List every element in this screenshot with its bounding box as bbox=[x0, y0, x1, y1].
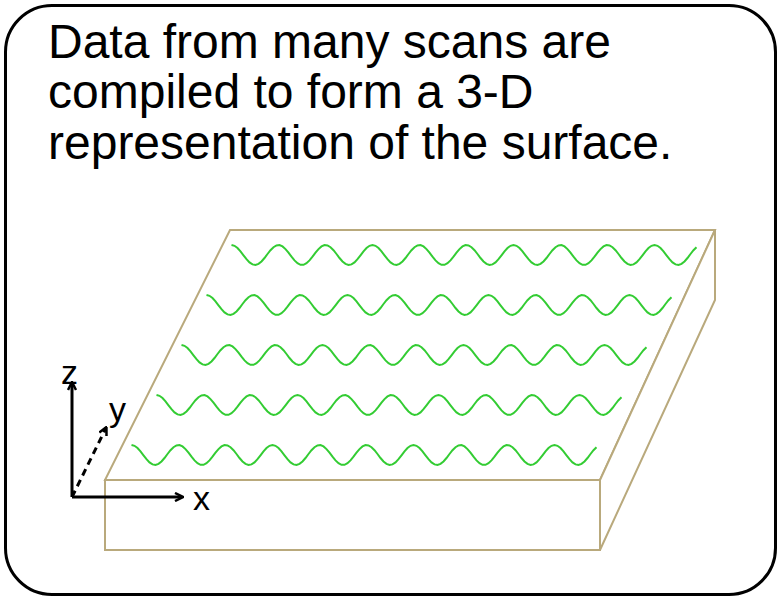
caption-frame: Data from many scans are compiled to for… bbox=[4, 4, 777, 596]
sample-slab bbox=[105, 230, 715, 550]
scan-line bbox=[157, 395, 622, 415]
axis-label: z bbox=[61, 355, 78, 389]
scan-lines bbox=[132, 245, 697, 465]
scan-line bbox=[207, 295, 672, 315]
scan-line bbox=[132, 445, 597, 465]
axis-label: x bbox=[193, 481, 210, 515]
scan-line bbox=[232, 245, 697, 265]
axes bbox=[72, 383, 182, 497]
axis-label: y bbox=[109, 392, 126, 426]
description-text: Data from many scans are compiled to for… bbox=[48, 17, 768, 168]
scan-line bbox=[182, 345, 647, 365]
